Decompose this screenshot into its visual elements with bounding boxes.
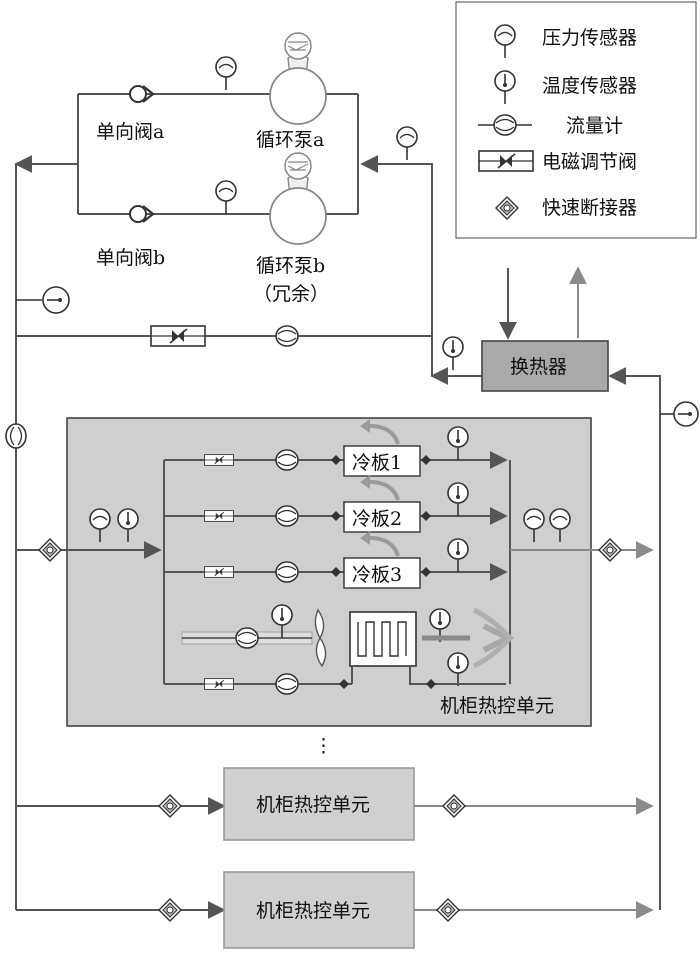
legend-solenoid-valve: 电磁调节阀 (542, 151, 637, 173)
cabinet-unit-block (223, 871, 415, 949)
solenoid-valve-icon (150, 325, 206, 347)
more-units-ellipsis: ⋮ (314, 735, 333, 757)
extra-unit-2: 机柜热控单元 (16, 871, 654, 949)
quick-disconnect-icon (158, 898, 182, 922)
legend-flow-meter: 流量计 (566, 115, 623, 137)
solenoid-valve-icon (478, 150, 534, 172)
check-valve-b-label: 单向阀b (96, 247, 165, 269)
branch-row-1: 冷板1 (164, 419, 508, 477)
flow-meter-icon (275, 673, 299, 695)
legend-pressure-sensor: 压力传感器 (542, 27, 637, 49)
quick-disconnect-icon (158, 794, 182, 818)
pump-loop: 单向阀a 单向阀b 循环泵a 循环泵b （冗余） (77, 32, 359, 305)
cabinet-unit-block (223, 767, 415, 841)
solenoid-valve-icon (203, 454, 235, 466)
pump-b-label: 循环泵b (256, 255, 325, 277)
pump-b-icon (269, 152, 327, 245)
flow-meter-icon (275, 449, 299, 471)
extra-unit-1-label: 机柜热控单元 (256, 794, 370, 816)
pressure-sensor-icon (215, 180, 237, 215)
quick-disconnect-icon (442, 794, 466, 818)
flow-meter-icon (275, 505, 299, 527)
legend-quick-disconnect: 快速断接器 (542, 197, 637, 219)
solenoid-valve-icon (203, 678, 235, 690)
cold-plate-1-label: 冷板1 (352, 452, 402, 474)
heat-exchanger-label: 换热器 (510, 356, 567, 378)
legend-temperature-sensor: 温度传感器 (542, 75, 637, 97)
pressure-sensor-icon (396, 126, 418, 161)
quick-disconnect-icon (436, 898, 460, 922)
solenoid-valve-icon (203, 566, 235, 578)
flow-meter-icon (275, 561, 299, 583)
branch-row-4 (164, 666, 506, 695)
pump-a-label: 循环泵a (256, 129, 324, 151)
solenoid-valve-icon (203, 510, 235, 522)
branch-row-3: 冷板3 (164, 531, 508, 589)
flow-meter-icon (5, 423, 27, 449)
quick-disconnect-icon (38, 538, 62, 562)
legend: 压力传感器 温度传感器 流量计 电磁调节阀 快速断接器 (455, 1, 697, 239)
branch-row-2: 冷板2 (164, 475, 508, 533)
cold-plate-3-label: 冷板3 (352, 564, 402, 586)
temperature-sensor-icon (442, 336, 464, 371)
cold-plate-2-label: 冷板2 (352, 508, 402, 530)
pump-a-icon (269, 32, 327, 125)
flow-meter-icon (235, 627, 259, 649)
flow-meter-icon (275, 325, 299, 347)
heat-exchanger-block (481, 340, 609, 392)
pump-b-redundant-label: （冗余） (253, 283, 329, 305)
cabinet-unit: 机柜热控单元 冷板1 (16, 417, 654, 757)
air-cooling-row (181, 604, 515, 687)
cabinet-unit-label: 机柜热控单元 (440, 695, 554, 717)
quick-disconnect-icon (598, 538, 622, 562)
pressure-sensor-icon (215, 56, 237, 91)
extra-unit-1: 机柜热控单元 (16, 767, 654, 841)
check-valve-a-label: 单向阀a (96, 121, 164, 143)
extra-unit-2-label: 机柜热控单元 (256, 900, 370, 922)
flow-meter-icon (493, 114, 517, 136)
